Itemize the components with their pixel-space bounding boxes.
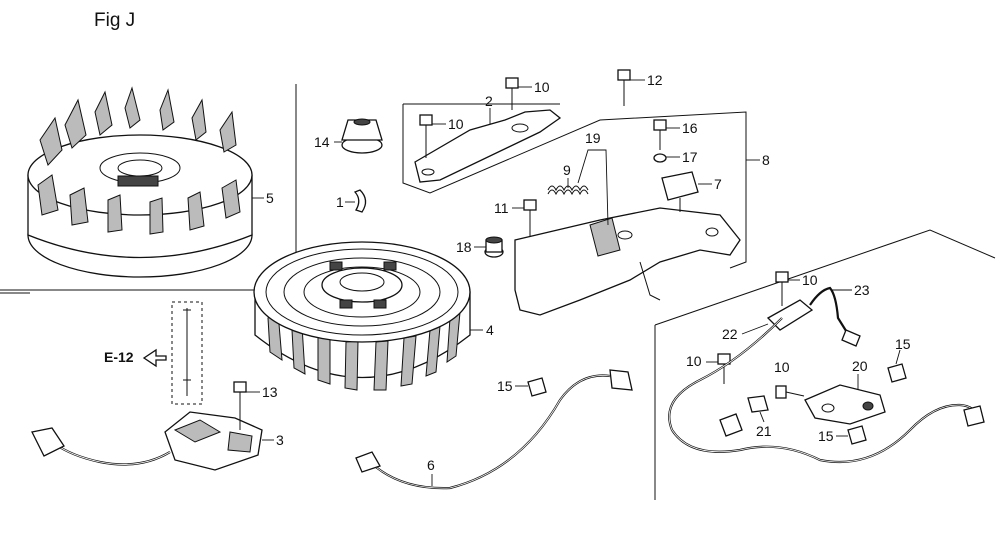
- callout-11: 11: [494, 200, 509, 216]
- wire-part-23: [809, 286, 861, 347]
- fan-flywheel-part-4: [253, 241, 471, 391]
- flange-nut-part-14: [341, 118, 383, 154]
- bracket-part-20: [804, 384, 886, 425]
- callout-18: 18: [456, 239, 472, 255]
- bolt-part-10-left: [419, 114, 433, 158]
- callout-19: 19: [585, 130, 601, 146]
- reference-e12: E-12: [104, 349, 134, 365]
- reference-box: [171, 301, 203, 405]
- callout-12: 12: [647, 72, 663, 88]
- bolt-part-11: [523, 199, 537, 236]
- callout-8: 8: [762, 152, 770, 168]
- callout-10-lower-left: 10: [686, 353, 702, 369]
- clip-part-15-right: [887, 363, 907, 383]
- callout-13: 13: [262, 384, 278, 400]
- clip-part-15-center: [527, 377, 547, 397]
- callout-9: 9: [563, 162, 571, 178]
- grommet-part-18: [484, 236, 504, 258]
- callout-2: 2: [485, 93, 493, 109]
- flywheel-part-5: [27, 86, 253, 278]
- ignition-coil-part-3: [31, 411, 263, 471]
- callout-10-lower-mid: 10: [774, 359, 790, 375]
- washer-part-17: [653, 153, 667, 163]
- key-part-1: [353, 189, 367, 213]
- leader-21: [759, 411, 765, 423]
- callout-10-top: 10: [534, 79, 550, 95]
- callout-23: 23: [854, 282, 870, 298]
- stud-bolt: [183, 308, 191, 396]
- switch-part-7: [661, 171, 699, 212]
- callout-1: 1: [336, 194, 344, 210]
- callout-15-right: 15: [895, 336, 911, 352]
- callout-10-right: 10: [802, 272, 818, 288]
- callout-10-left: 10: [448, 116, 464, 132]
- figure-title: Fig J: [94, 10, 135, 31]
- callout-6: 6: [427, 457, 435, 473]
- bolt-part-13: [233, 381, 247, 430]
- wire-harness-right: [668, 317, 985, 464]
- clip-part-21: [747, 395, 769, 413]
- reference-arrow-icon: [142, 348, 167, 368]
- leader-19: [577, 149, 609, 226]
- clip-part-15-lower: [847, 425, 867, 445]
- callout-3: 3: [276, 432, 284, 448]
- plate-part-2: [414, 109, 562, 183]
- callout-14: 14: [314, 134, 330, 150]
- bolt-part-10-right: [775, 271, 789, 306]
- callout-21: 21: [756, 423, 772, 439]
- callout-22: 22: [722, 326, 738, 342]
- callout-16: 16: [682, 120, 698, 136]
- bolt-part-10-lower-mid: [775, 385, 805, 399]
- wire-part-6: [355, 369, 633, 490]
- callout-7: 7: [714, 176, 722, 192]
- bolt-part-12: [617, 69, 631, 106]
- callout-5: 5: [266, 190, 274, 206]
- callout-4: 4: [486, 322, 494, 338]
- callout-15-lower: 15: [818, 428, 834, 444]
- leader-15-right: [895, 349, 901, 365]
- callout-15-center: 15: [497, 378, 513, 394]
- leader-22: [741, 323, 769, 335]
- callout-17: 17: [682, 149, 698, 165]
- brake-arm-part-19: [514, 207, 741, 316]
- bolt-part-10-top: [505, 77, 519, 110]
- callout-20: 20: [852, 358, 868, 374]
- bolt-part-16: [653, 119, 667, 150]
